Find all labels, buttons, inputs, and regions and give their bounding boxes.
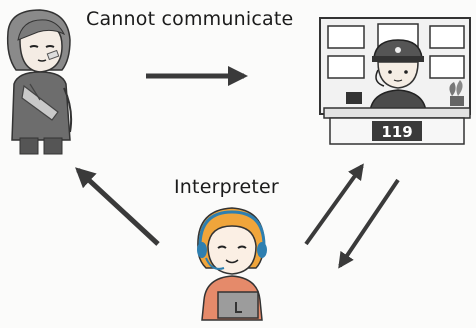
cannot-communicate-label: Cannot communicate: [86, 8, 294, 30]
dispatcher-to-interpreter-arrow: [338, 178, 400, 269]
injured-person-icon: [6, 9, 73, 155]
desk-number: 119: [381, 123, 412, 141]
interpreter-to-caller-arrow: [75, 167, 160, 246]
emergency-dispatcher-icon: [319, 17, 471, 145]
interpreter-headset-icon: [197, 207, 267, 321]
interpreter-label: Interpreter: [174, 176, 279, 198]
interpreter-to-dispatcher-arrow: [304, 163, 364, 246]
